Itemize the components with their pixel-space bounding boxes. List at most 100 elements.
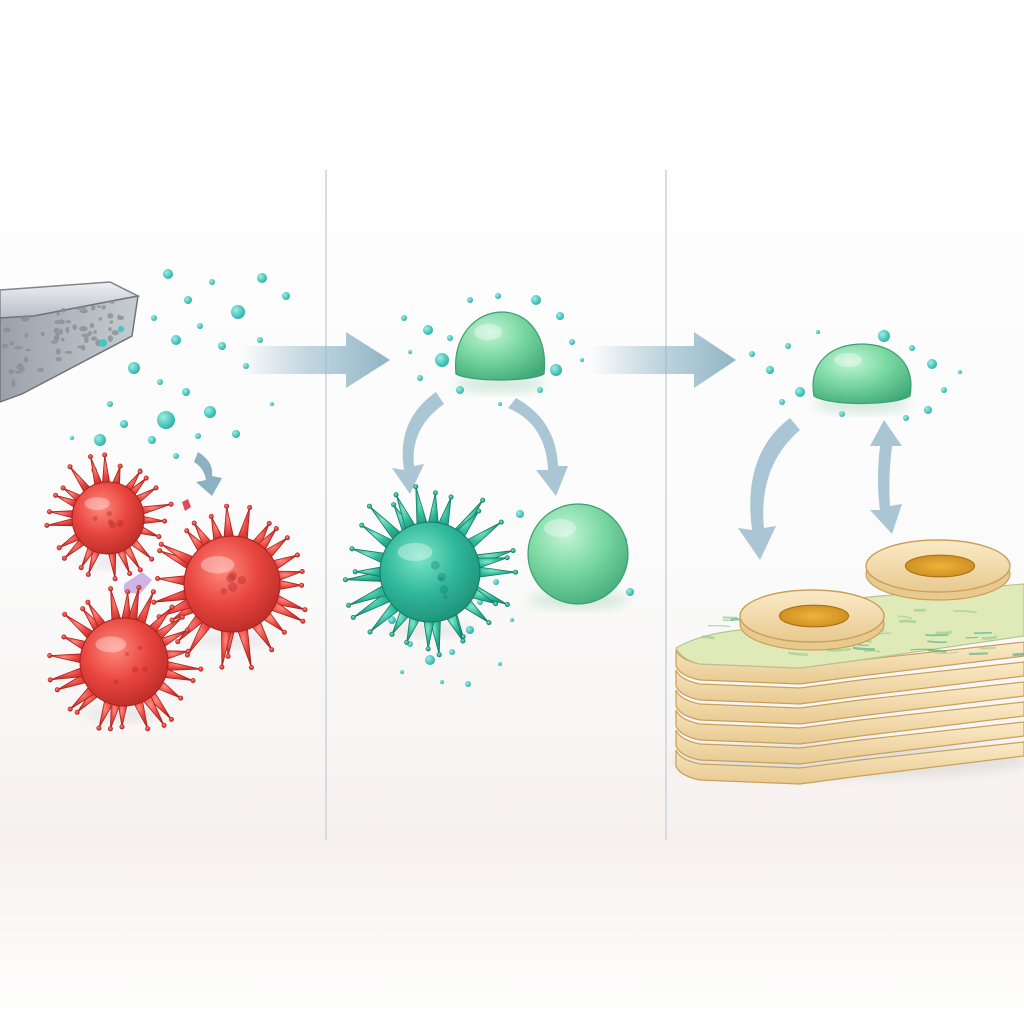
particle [209, 279, 215, 285]
particle [465, 681, 471, 687]
particle [197, 323, 203, 329]
double-arrow [870, 420, 902, 534]
particle [151, 315, 157, 321]
particle [440, 680, 444, 684]
particle [749, 351, 755, 357]
spiky-cell-teal [342, 484, 519, 658]
flow-arrow-2 [590, 332, 736, 388]
tissue-layer [675, 741, 1024, 785]
particle [257, 273, 267, 283]
particle [70, 436, 74, 440]
fragment-red [182, 499, 191, 511]
particle [477, 599, 483, 605]
particle [447, 335, 453, 341]
particle [816, 330, 820, 334]
curved-arrow-left [392, 392, 444, 494]
released-particles-3 [749, 330, 962, 421]
particle [173, 453, 179, 459]
particle [218, 342, 226, 350]
curved-arrow-right [508, 398, 568, 496]
particle [531, 295, 541, 305]
particle [569, 339, 575, 345]
particle [580, 358, 584, 362]
particle [941, 387, 947, 393]
particle [120, 420, 128, 428]
particle [171, 335, 181, 345]
particle [958, 370, 962, 374]
tissue-opening-1 [739, 589, 885, 651]
curved-arrow-down [738, 418, 800, 560]
particle [423, 325, 433, 335]
particle [163, 269, 173, 279]
particle [550, 364, 562, 376]
particle [537, 387, 543, 393]
spiky-cell-red-3 [47, 584, 204, 732]
particle [498, 402, 502, 406]
tissue-layer [675, 721, 1024, 765]
spiky-cell-teal-1 [342, 484, 519, 658]
particle [839, 411, 845, 417]
tissue-layer [675, 681, 1024, 725]
particle [257, 337, 263, 343]
particle [388, 616, 396, 624]
particle [204, 406, 216, 418]
particle [924, 406, 932, 414]
particle [282, 292, 290, 300]
particle [626, 588, 634, 596]
particle [449, 649, 455, 655]
particle [495, 293, 501, 299]
small-down-arrow [194, 452, 222, 496]
fragment-violet [124, 572, 152, 594]
round-cell-large [527, 503, 629, 608]
particle [425, 655, 435, 665]
particle [408, 350, 412, 354]
particle [785, 343, 791, 349]
particle [909, 345, 915, 351]
particle [400, 670, 404, 674]
particle [270, 402, 274, 406]
panel-2 [342, 293, 736, 687]
tissue-layer [675, 701, 1024, 745]
particle [231, 305, 245, 319]
particle [435, 353, 449, 367]
particle [516, 510, 524, 518]
particle [927, 359, 937, 369]
particle [510, 618, 514, 622]
porous-scaffold [0, 281, 141, 403]
particle [157, 411, 175, 429]
round-cell-top [454, 311, 546, 392]
round-cell-panel3 [812, 343, 912, 412]
particle [467, 297, 473, 303]
particle [107, 401, 113, 407]
flow-arrow-1 [240, 332, 390, 388]
spiky-cell-red-2 [151, 503, 308, 670]
particle [232, 430, 240, 438]
particle [878, 330, 890, 342]
tissue-layer [675, 661, 1024, 705]
particle [779, 399, 785, 405]
panel-3 [670, 330, 1024, 785]
tissue-opening-2 [865, 539, 1011, 601]
particle [417, 375, 423, 381]
particle [182, 388, 190, 396]
particle [195, 433, 201, 439]
particle [157, 379, 163, 385]
particle [766, 366, 774, 374]
particle [498, 662, 502, 666]
particle [94, 434, 106, 446]
layered-tissue [670, 539, 1024, 785]
particle [493, 579, 499, 585]
panel-1 [0, 269, 390, 732]
particle [128, 362, 140, 374]
spiky-cell-red-1 [44, 452, 174, 582]
particle [556, 312, 564, 320]
particle [401, 315, 407, 321]
particle [184, 296, 192, 304]
spiky-cells-red [44, 452, 308, 732]
particle [795, 387, 805, 397]
particle [903, 415, 909, 421]
particle [148, 436, 156, 444]
